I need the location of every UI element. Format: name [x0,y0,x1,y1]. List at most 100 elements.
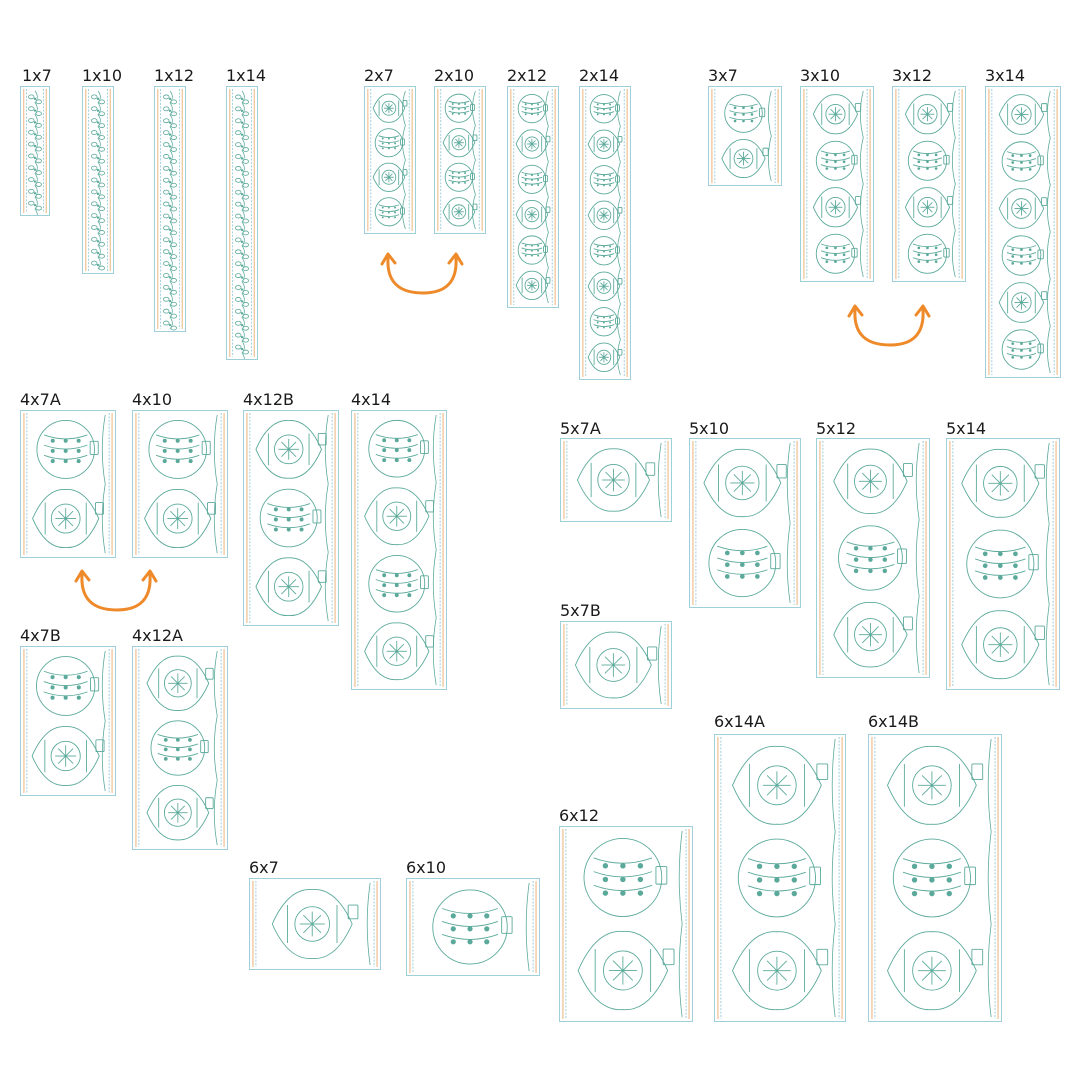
size-label-6x14a: 6x14A [714,712,765,731]
ornament-icon [589,94,620,124]
ornament-icon [444,93,475,123]
size-label-4x12b: 4x12B [243,390,294,409]
ornament-icon [364,622,434,681]
design-panel-5x14 [946,438,1060,690]
ornament-icon [907,140,950,181]
string-path [915,442,920,674]
size-label-6x12: 6x12 [559,806,600,825]
ornament-icon [732,745,829,825]
size-label-6x10: 6x10 [406,858,447,877]
design-panel-6x7 [249,878,381,970]
ornament-icon [904,187,954,228]
stitch-lines [563,440,669,520]
stitch-lines [85,88,111,272]
ornament-icon [577,930,675,1011]
size-label-5x12: 5x12 [816,419,857,438]
design-panel-1x14 [226,86,258,360]
ornament-icon [148,420,211,479]
stitch-lines [510,88,556,306]
ornament-icon [1001,141,1044,182]
ornament-icon [255,420,327,479]
ornament-icon [368,554,429,613]
design-panel-4x7a [20,410,116,558]
holly-vine-icon [28,90,42,215]
string-path [657,442,662,518]
ornament-icon [721,139,769,178]
ornament-icon [517,164,548,194]
ornament-icon [150,720,209,776]
design-panel-1x12 [154,86,186,332]
ornament-icon [442,197,478,227]
ornament-icon [31,726,105,786]
ornament-icon [587,271,623,301]
design-panel-6x14a [714,734,846,1022]
string-path [831,738,836,1018]
string-path [213,650,218,846]
ornament-icon [812,187,862,228]
ornament-icon [515,270,551,300]
ornament-icon [144,489,216,548]
string-path [101,414,106,554]
ornament-icon [259,488,322,548]
ornament-icon [364,487,434,546]
string-path [786,442,791,604]
ornament-icon [432,889,513,965]
size-label-2x10: 2x10 [434,66,475,85]
design-panel-6x10 [406,878,540,976]
stitch-lines [229,88,255,358]
stitch-lines [354,412,444,688]
ornament-icon [589,165,620,195]
size-label-4x7a: 4x7A [20,390,61,409]
design-panel-3x12 [892,86,966,282]
stitch-lines [562,828,690,1020]
ornament-icon [703,448,787,518]
ornament-icon [724,94,766,133]
curved-swap-arrow-icon [847,304,931,347]
holly-vine-icon [235,90,249,359]
stitch-lines [135,648,225,848]
ornament-icon [961,448,1045,518]
ornament-icon [372,162,408,192]
holly-vine-icon [163,90,177,331]
ornament-icon [36,656,100,716]
string-path [1046,90,1051,374]
ornament-icon [146,655,214,711]
ornament-icon [838,525,907,591]
ornament-icon [732,931,829,1011]
ornament-icon [587,129,623,159]
ornament-icon [998,188,1048,229]
ornament-icon [574,631,658,699]
ornament-icon [887,931,984,1011]
stitch-lines [895,88,963,280]
ornament-icon [737,838,821,918]
ornament-icon [904,94,954,135]
size-label-2x7: 2x7 [364,66,394,85]
size-label-3x14: 3x14 [985,66,1026,85]
string-path [767,90,772,182]
size-label-4x10: 4x10 [132,390,173,409]
size-label-4x7b: 4x7B [20,626,61,645]
stitch-lines [135,412,225,556]
stitch-lines [717,736,843,1020]
ornament-icon [576,448,656,512]
string-path [951,90,956,278]
ornament-icon [1001,235,1044,276]
curved-swap-arrow-icon [380,252,464,295]
stitch-lines [988,88,1058,376]
design-panel-5x7a [560,438,672,522]
ornament-icon [583,837,668,918]
ornament-icon [587,200,623,230]
ornament-icon [1001,329,1044,370]
design-panel-2x10 [434,86,486,234]
size-label-3x10: 3x10 [800,66,841,85]
ornament-icon [36,420,99,479]
size-label-1x10: 1x10 [82,66,123,85]
size-label-5x7b: 5x7B [560,601,601,620]
design-panel-3x14 [985,86,1061,378]
stitch-lines [246,412,336,624]
design-panel-1x10 [82,86,114,274]
stitch-lines [949,440,1057,688]
size-label-3x12: 3x12 [892,66,933,85]
size-label-1x12: 1x12 [154,66,195,85]
